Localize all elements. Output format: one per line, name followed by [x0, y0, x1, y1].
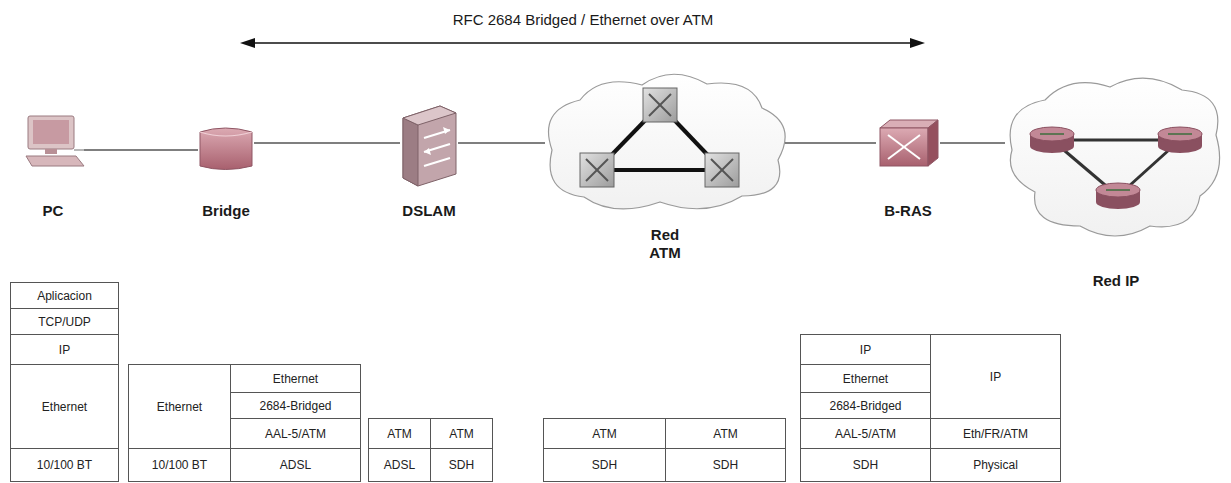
ip-cloud — [1010, 78, 1219, 236]
atm-cloud — [549, 74, 786, 209]
stack-cell: IP — [930, 334, 1061, 419]
span-arrow — [240, 38, 925, 48]
stack-cell: AAL-5/ATM — [800, 418, 931, 449]
device-node: DSLAM — [400, 104, 458, 220]
device-node: Red ATM — [545, 80, 785, 262]
stack-cell: ADSL — [230, 448, 361, 482]
stack-cell: ATM — [543, 418, 666, 449]
stack-cell: AAL-5/ATM — [230, 418, 361, 449]
stack-cell: SDH — [430, 448, 493, 482]
dslam-icon — [403, 106, 456, 186]
device-label: Red IP — [1091, 272, 1141, 290]
device-node: Red IP — [1005, 85, 1227, 290]
pc-icon — [26, 116, 84, 166]
stack-cell: SDH — [543, 448, 666, 482]
device-label: DSLAM — [402, 202, 455, 220]
stack-cell: Ethernet — [800, 364, 931, 393]
stack-cell: Aplicacion — [10, 282, 119, 309]
device-label: Bridge — [202, 202, 250, 220]
link-line — [940, 142, 1005, 144]
bridge-icon — [200, 128, 252, 170]
stack-cell: ATM — [368, 418, 431, 449]
stack-cell: Physical — [930, 448, 1061, 482]
stack-cell: Ethernet — [128, 364, 231, 449]
stack-cell: SDH — [665, 448, 786, 482]
device-label: Red ATM — [640, 226, 690, 262]
stack-cell: ADSL — [368, 448, 431, 482]
stack-cell: IP — [10, 334, 119, 365]
link-line — [84, 149, 198, 151]
device-node: Bridge — [198, 120, 254, 220]
stack-cell: Ethernet — [230, 364, 361, 393]
stack-cell: 2684-Bridged — [230, 392, 361, 419]
device-label: PC — [43, 202, 64, 220]
span-label: RFC 2684 Bridged / Ethernet over ATM — [333, 11, 833, 31]
stack-cell: SDH — [800, 448, 931, 482]
stack-cell: 10/100 BT — [10, 448, 119, 482]
stack-cell: ATM — [665, 418, 786, 449]
stack-cell: ATM — [430, 418, 493, 449]
stack-cell: Ethernet — [10, 364, 119, 449]
device-node: PC — [22, 112, 84, 220]
stack-cell: 10/100 BT — [128, 448, 231, 482]
stack-cell: Eth/FR/ATM — [930, 418, 1061, 449]
link-line — [458, 142, 545, 144]
bras-icon — [880, 120, 938, 166]
device-node: B-RAS — [876, 116, 940, 220]
stack-cell: TCP/UDP — [10, 308, 119, 335]
stack-cell: IP — [800, 334, 931, 365]
device-label: B-RAS — [884, 202, 932, 220]
link-line — [254, 142, 400, 144]
stack-cell: 2684-Bridged — [800, 392, 931, 419]
link-line — [785, 142, 876, 144]
